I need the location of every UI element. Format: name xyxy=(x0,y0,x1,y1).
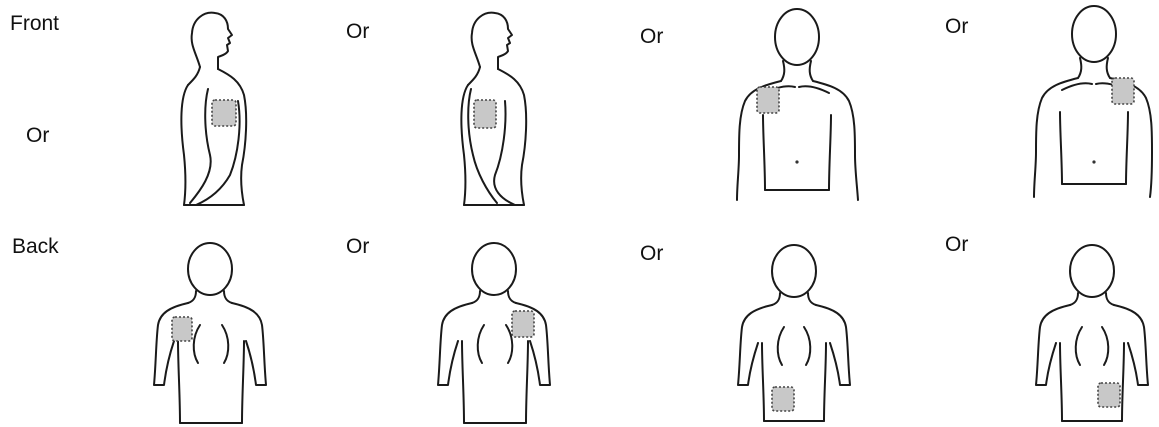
head-outline xyxy=(472,13,512,69)
side-view-figure-2 xyxy=(445,5,555,210)
side-view-figure-1 xyxy=(160,5,270,210)
scapula-left xyxy=(1076,327,1082,365)
head-outline xyxy=(192,13,232,69)
shoulders-right xyxy=(816,305,850,385)
head-outline xyxy=(1070,245,1114,297)
or-label: Or xyxy=(945,15,968,39)
front-view-figure-2 xyxy=(1030,2,1155,202)
or-label: Or xyxy=(346,235,369,259)
back-view-figure-1 xyxy=(140,245,270,425)
scapula-right xyxy=(1102,327,1108,365)
patch-upper-arm xyxy=(474,100,496,128)
back-left xyxy=(762,343,764,421)
neck xyxy=(1070,293,1114,305)
shoulders-right xyxy=(813,81,858,200)
back-right xyxy=(824,343,826,421)
head-outline xyxy=(188,243,232,295)
shoulders-right xyxy=(1114,305,1148,385)
back-left xyxy=(462,341,464,423)
patch-upper-chest xyxy=(1112,78,1134,104)
front-view-figure-1 xyxy=(735,5,860,205)
patch-upper-back xyxy=(172,317,192,341)
head-outline xyxy=(472,243,516,295)
patch-upper-chest xyxy=(757,87,779,113)
shoulders xyxy=(1036,305,1070,385)
torso-right xyxy=(1126,112,1128,184)
shoulders xyxy=(738,305,772,385)
back-label: Back xyxy=(12,235,59,259)
torso-left xyxy=(1060,112,1062,184)
torso-back xyxy=(181,85,188,205)
navel xyxy=(795,160,798,163)
scapula-left xyxy=(478,325,484,363)
neck xyxy=(472,291,516,303)
patch-upper-arm xyxy=(212,100,236,126)
neck xyxy=(772,293,816,305)
head-outline xyxy=(1072,6,1116,62)
back-left xyxy=(178,341,180,423)
back-view-figure-3 xyxy=(730,245,860,425)
navel xyxy=(1092,160,1095,163)
shoulders-right xyxy=(232,303,266,385)
arm-outline xyxy=(190,89,211,203)
scapula-right xyxy=(222,325,228,363)
shoulders xyxy=(1034,78,1078,197)
or-label: Or xyxy=(640,25,663,49)
scapula-left xyxy=(194,325,200,363)
shoulders xyxy=(438,303,472,385)
shoulders xyxy=(154,303,188,385)
torso-front xyxy=(498,69,526,205)
patch-upper-back xyxy=(512,311,534,337)
scapula-left xyxy=(778,327,784,365)
back-right xyxy=(1122,343,1124,421)
patch-lower-back xyxy=(1098,383,1120,407)
back-view-figure-2 xyxy=(430,245,560,425)
head-outline xyxy=(775,9,819,65)
back-left xyxy=(1060,343,1062,421)
or-label: Or xyxy=(945,233,968,257)
back-view-figure-4 xyxy=(1030,245,1155,425)
back-right xyxy=(242,341,244,423)
neck-back xyxy=(468,67,480,85)
torso-right xyxy=(829,115,831,190)
patch-lower-back xyxy=(772,387,794,411)
neck xyxy=(188,291,232,303)
arm-inner xyxy=(494,101,515,205)
torso-back xyxy=(461,85,468,205)
or-label: Or xyxy=(640,242,663,266)
or-label: Or xyxy=(346,20,369,44)
torso-left xyxy=(763,115,765,190)
or-label: Or xyxy=(26,124,49,148)
head-outline xyxy=(772,245,816,297)
back-right xyxy=(526,341,528,423)
front-label: Front xyxy=(10,12,59,36)
scapula-right xyxy=(804,327,810,365)
neck-back xyxy=(188,67,200,85)
